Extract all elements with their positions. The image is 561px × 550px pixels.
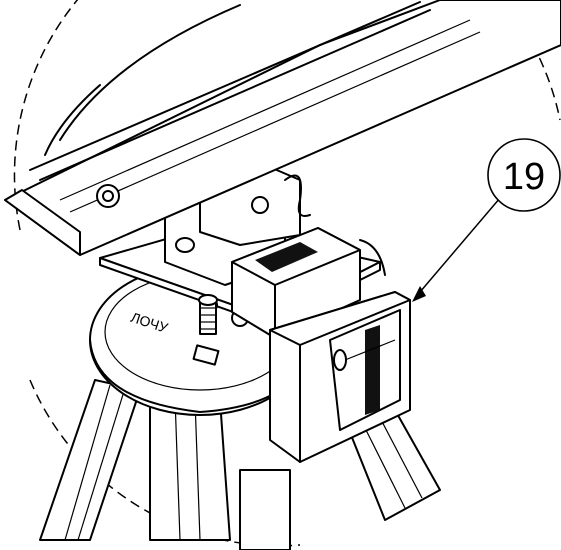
dish-reflector: [4, 0, 561, 256]
callout-leader-line: [419, 197, 501, 293]
tripod-legs: [39, 379, 441, 550]
callout-number: 19: [503, 156, 545, 198]
spring-bolts: [198, 294, 218, 335]
detail-view-boundary: [13, 0, 561, 231]
callout-circle: [487, 138, 561, 212]
bracket-part-19: [269, 291, 411, 463]
receiver-box: [231, 227, 386, 339]
callout-arrowhead: [412, 286, 426, 302]
